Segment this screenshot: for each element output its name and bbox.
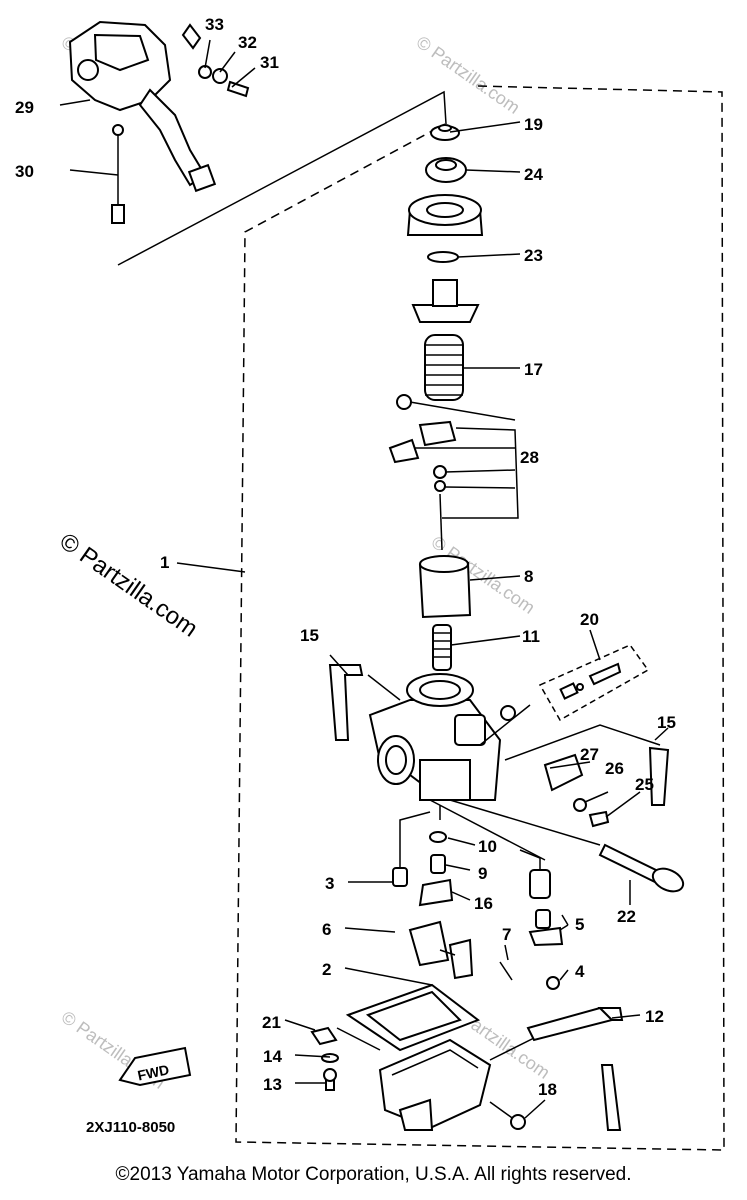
cap-19 <box>430 124 460 141</box>
jet-parts-3-10 <box>392 831 564 990</box>
copyright-notice: ©2013 Yamaha Motor Corporation, U.S.A. A… <box>115 1164 632 1185</box>
body-leaders <box>367 674 661 861</box>
callout-2: 2 <box>322 960 331 979</box>
callout-33: 33 <box>205 15 224 34</box>
callout-4: 4 <box>575 962 585 981</box>
callout-13: 13 <box>263 1075 282 1094</box>
needle-jet-11 <box>432 624 452 671</box>
drain-screw-parts-13-21 <box>310 1026 339 1091</box>
callout-28: 28 <box>520 448 539 467</box>
callout-26: 26 <box>605 759 624 778</box>
float-bowl <box>378 1038 492 1131</box>
watermark-main: © Partzilla.com <box>55 528 203 643</box>
gasket-2 <box>345 983 481 1052</box>
needle-holder-28 <box>388 394 457 551</box>
callout-18: 18 <box>538 1080 557 1099</box>
starter-plunger-22 <box>598 843 685 893</box>
jet-leaders <box>399 811 541 870</box>
callout-24: 24 <box>524 165 543 184</box>
float-pin-7 <box>499 961 513 981</box>
callout-25: 25 <box>635 775 654 794</box>
callout-3: 3 <box>325 874 334 893</box>
fwd-label: FWD <box>136 1061 171 1083</box>
throttle-housing-29 <box>68 20 217 193</box>
callout-16: 16 <box>474 894 493 913</box>
throttle-stop-parts-25-27 <box>543 753 610 828</box>
callout-12: 12 <box>645 1007 664 1026</box>
callout-29: 29 <box>15 98 34 117</box>
bowl-leaders <box>336 1027 541 1121</box>
callout-11: 11 <box>522 627 540 646</box>
drain-plug-18 <box>510 1114 526 1130</box>
callout-5: 5 <box>575 915 584 934</box>
assembly-boundary <box>235 85 725 1151</box>
fwd-arrow: FWD <box>118 1046 192 1087</box>
callout-22: 22 <box>617 907 636 926</box>
callout-20: 20 <box>580 610 599 629</box>
callout-10: 10 <box>478 837 497 856</box>
watermark-small: © Partzilla.com <box>413 32 524 118</box>
spring-17 <box>424 334 464 401</box>
callout-14: 14 <box>263 1047 282 1066</box>
carburetor-exploded-diagram: © Partzilla.com © Partzilla.com © Partzi… <box>15 15 725 1151</box>
carburetor-body <box>368 673 516 801</box>
throttle-valve-8 <box>418 555 472 619</box>
float-6 <box>408 920 474 980</box>
callout-7: 7 <box>502 925 511 944</box>
callout-27: 27 <box>580 745 599 764</box>
callout-9: 9 <box>478 864 487 883</box>
vent-hose-15-right <box>648 746 670 806</box>
o-ring-23 <box>427 251 459 263</box>
callout-31: 31 <box>260 53 279 72</box>
callout-30: 30 <box>15 162 34 181</box>
callout-21: 21 <box>262 1013 281 1032</box>
mixing-chamber-top <box>406 194 484 236</box>
callout-1: 1 <box>160 553 169 572</box>
callout-32: 32 <box>238 33 257 52</box>
seal-24 <box>425 157 467 183</box>
hardware-31-33 <box>198 65 250 98</box>
throttle-group-leader <box>117 90 447 266</box>
callout-15-left: 15 <box>300 626 319 645</box>
throttle-cable-30 <box>111 124 125 224</box>
callout-23: 23 <box>524 246 543 265</box>
pilot-screw-set-20 <box>538 644 650 722</box>
callout-leaders <box>59 39 669 1119</box>
cap-bracket <box>411 279 480 323</box>
watermarks: © Partzilla.com © Partzilla.com © Partzi… <box>58 32 554 1093</box>
callout-17: 17 <box>524 360 543 379</box>
callout-19: 19 <box>524 115 543 134</box>
callout-15-right: 15 <box>657 713 676 732</box>
vent-hose-15-left <box>328 664 364 741</box>
callout-8: 8 <box>524 567 533 586</box>
diagram-code: 2XJ110-8050 <box>86 1119 175 1136</box>
callout-labels: 1 2 3 4 5 6 7 8 9 10 11 12 13 14 15 15 1… <box>15 15 676 1099</box>
callout-6: 6 <box>322 920 331 939</box>
